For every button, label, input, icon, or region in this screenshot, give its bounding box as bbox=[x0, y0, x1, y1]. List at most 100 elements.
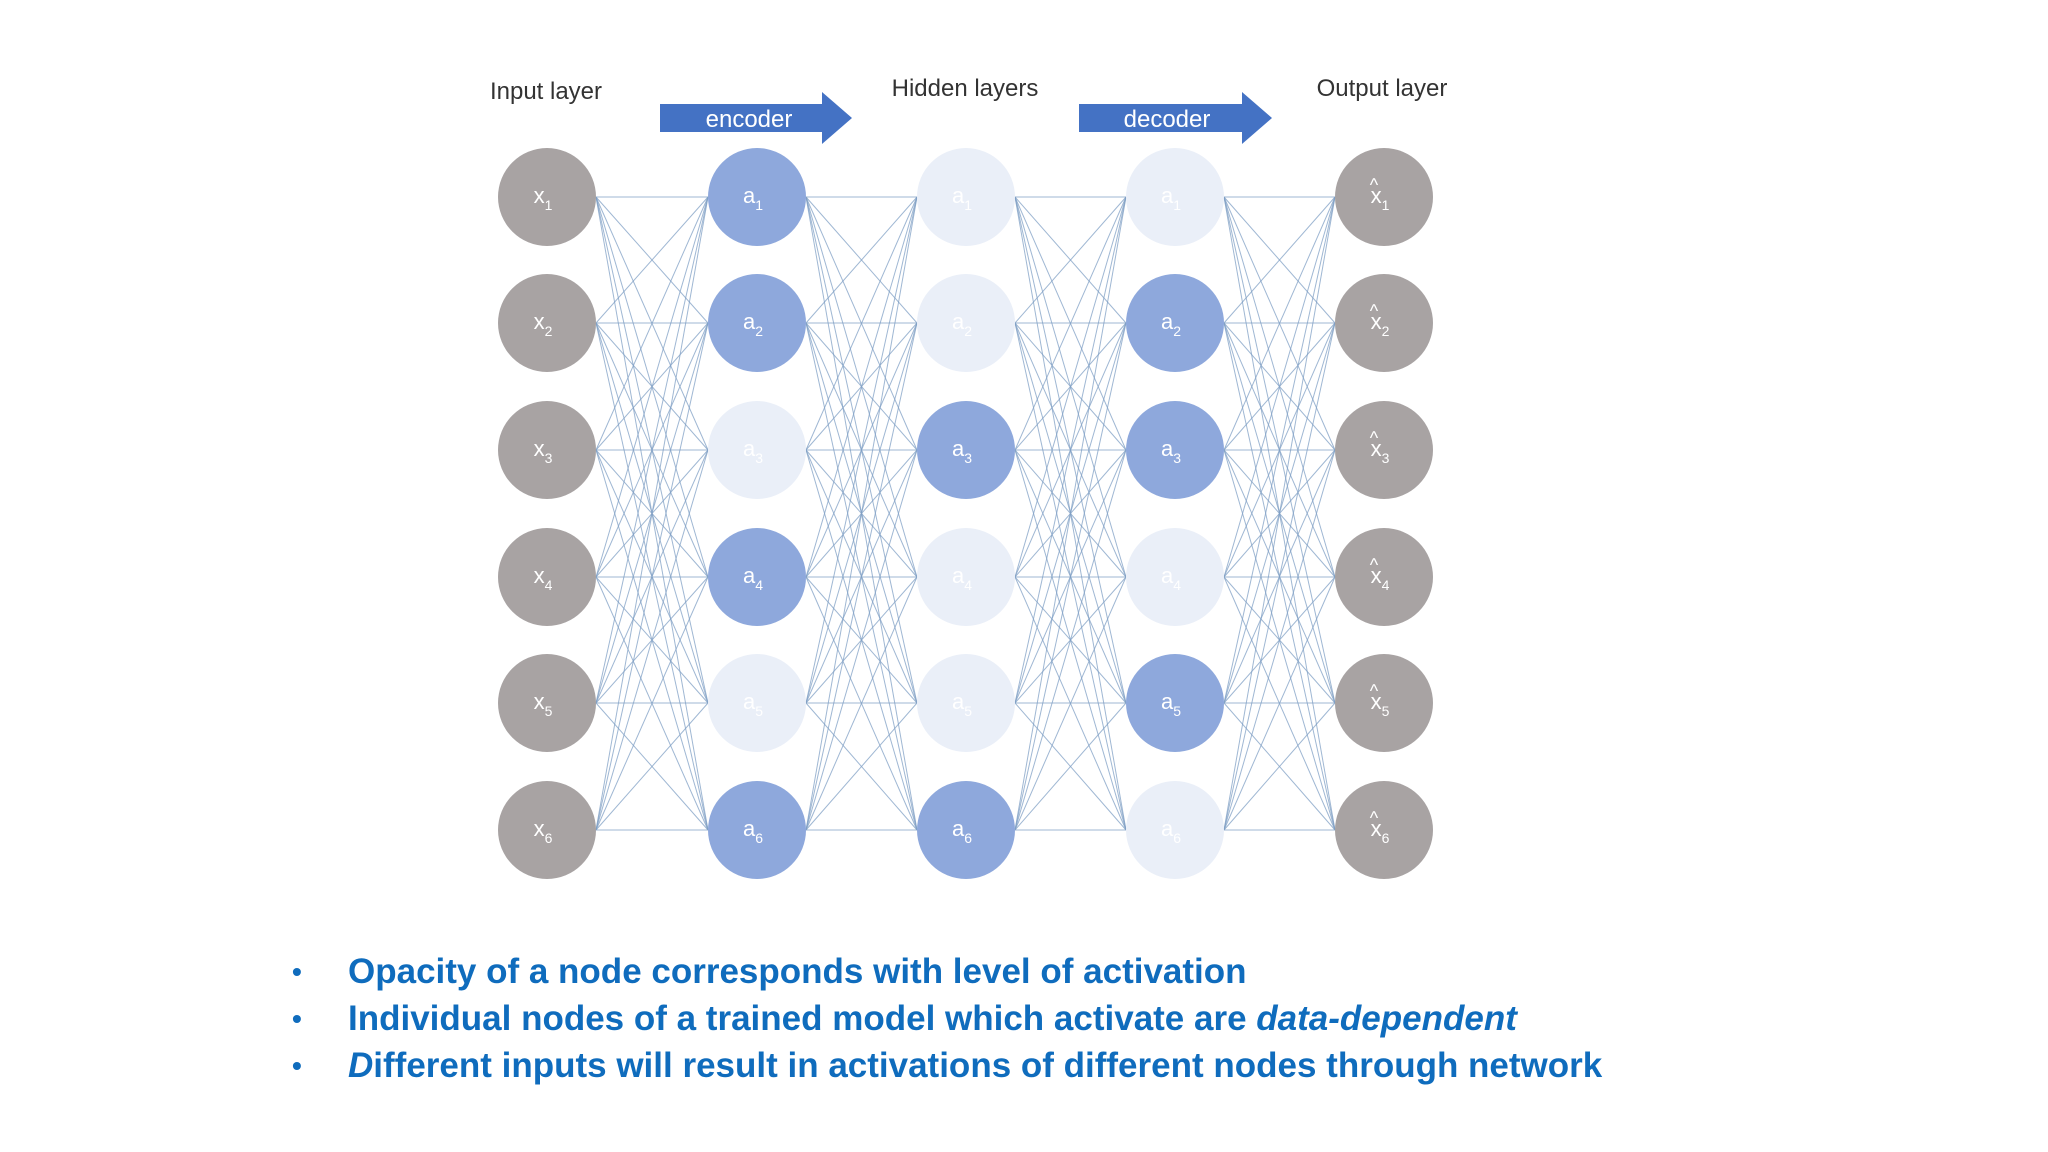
bullet-item: • Different inputs will result in activat… bbox=[292, 1042, 1602, 1089]
node-hidden-1-5: a5 bbox=[708, 654, 806, 752]
edge bbox=[1223, 196, 1336, 704]
node-hidden-2-5: a5 bbox=[917, 654, 1015, 752]
edge bbox=[1014, 702, 1127, 831]
node-circle bbox=[708, 274, 806, 372]
node-input-2: x2 bbox=[498, 274, 596, 372]
node-input-3: x3 bbox=[498, 401, 596, 499]
node-output-1: x1^ bbox=[1335, 148, 1433, 246]
node-output-3: x3^ bbox=[1335, 401, 1433, 499]
edge bbox=[1223, 196, 1336, 451]
node-circle bbox=[917, 401, 1015, 499]
node-circle bbox=[1335, 148, 1433, 246]
bullet-list: • Opacity of a node corresponds with leve… bbox=[292, 948, 1602, 1089]
node-circle bbox=[1335, 401, 1433, 499]
node-circle bbox=[1335, 528, 1433, 626]
node-output-6: x6^ bbox=[1335, 781, 1433, 879]
node-input-4: x4 bbox=[498, 528, 596, 626]
edge bbox=[805, 322, 918, 831]
node-hidden-2-6: a6 bbox=[917, 781, 1015, 879]
edge bbox=[805, 576, 918, 831]
node-hidden-1-2: a2 bbox=[708, 274, 806, 372]
edge bbox=[1223, 576, 1336, 831]
bullet-dot: • bbox=[292, 1003, 302, 1034]
edge bbox=[1014, 196, 1127, 451]
node-hidden-1-4: a4 bbox=[708, 528, 806, 626]
node-output-5: x5^ bbox=[1335, 654, 1433, 752]
node-circle bbox=[1335, 654, 1433, 752]
hat-mark: ^ bbox=[1370, 681, 1379, 701]
connection-edges bbox=[595, 196, 1336, 831]
edge bbox=[595, 196, 709, 324]
edge bbox=[1014, 196, 1127, 831]
node-hidden-1-3: a3 bbox=[708, 401, 806, 499]
bullet-item: • Individual nodes of a trained model whi… bbox=[292, 995, 1602, 1042]
node-circle bbox=[708, 528, 806, 626]
node-hidden-3-6: a6 bbox=[1126, 781, 1224, 879]
node-hidden-2-2: a2 bbox=[917, 274, 1015, 372]
bullet-text: Individual nodes of a trained model whic… bbox=[348, 999, 1257, 1038]
node-input-6: x6 bbox=[498, 781, 596, 879]
node-circle bbox=[498, 401, 596, 499]
edge bbox=[595, 702, 709, 831]
input-layer-label: Input layer bbox=[490, 78, 602, 105]
node-hidden-3-5: a5 bbox=[1126, 654, 1224, 752]
node-circle bbox=[708, 654, 806, 752]
node-circle bbox=[917, 274, 1015, 372]
edge bbox=[595, 322, 709, 831]
node-hidden-3-3: a3 bbox=[1126, 401, 1224, 499]
node-hidden-3-4: a4 bbox=[1126, 528, 1224, 626]
edge bbox=[1014, 449, 1127, 831]
node-circle bbox=[498, 528, 596, 626]
node-circle bbox=[1335, 781, 1433, 879]
encoder-arrow: encoder bbox=[660, 92, 852, 144]
bullet-dot: • bbox=[292, 956, 302, 987]
edge bbox=[595, 196, 709, 704]
bullet-item: • Opacity of a node corresponds with leve… bbox=[292, 948, 1602, 995]
network-nodes: x1x2x3x4x5x6a1a2a3a4a5a6a1a2a3a4a5a6a1a2… bbox=[498, 148, 1433, 879]
edge bbox=[595, 196, 709, 831]
edge bbox=[595, 576, 709, 831]
edge bbox=[1014, 576, 1127, 831]
node-circle bbox=[498, 274, 596, 372]
node-input-1: x1 bbox=[498, 148, 596, 246]
hat-mark: ^ bbox=[1370, 301, 1379, 321]
bullet-text: data-dependent bbox=[1256, 999, 1517, 1038]
hat-mark: ^ bbox=[1370, 175, 1379, 195]
node-circle bbox=[1126, 401, 1224, 499]
edge bbox=[805, 449, 918, 831]
node-circle bbox=[917, 654, 1015, 752]
autoencoder-diagram: encoder decoder Input layer Hidden layer… bbox=[490, 75, 1447, 879]
decoder-arrow: decoder bbox=[1079, 92, 1272, 144]
edge bbox=[1014, 196, 1127, 704]
bullet-text: D bbox=[348, 1046, 374, 1085]
node-output-2: x2^ bbox=[1335, 274, 1433, 372]
bullet-text: ifferent inputs will result in activatio… bbox=[373, 1046, 1603, 1085]
bullet-dot: • bbox=[292, 1050, 302, 1081]
node-circle bbox=[498, 654, 596, 752]
node-circle bbox=[708, 401, 806, 499]
node-circle bbox=[1126, 274, 1224, 372]
edge bbox=[805, 196, 918, 578]
hat-mark: ^ bbox=[1370, 808, 1379, 828]
edge bbox=[1223, 196, 1336, 324]
bullet-text: Opacity of a node corresponds with level… bbox=[348, 952, 1247, 991]
direction-arrows: encoder decoder bbox=[660, 92, 1272, 144]
node-output-4: x4^ bbox=[1335, 528, 1433, 626]
hidden-layers-label: Hidden layers bbox=[892, 75, 1039, 102]
edge bbox=[1223, 449, 1336, 831]
node-circle bbox=[1126, 528, 1224, 626]
node-circle bbox=[917, 781, 1015, 879]
node-circle bbox=[708, 781, 806, 879]
edge bbox=[805, 196, 918, 831]
edge bbox=[595, 449, 709, 831]
edge bbox=[1223, 702, 1336, 831]
edge bbox=[1223, 196, 1336, 578]
node-circle bbox=[1126, 781, 1224, 879]
node-circle bbox=[917, 528, 1015, 626]
decoder-label: decoder bbox=[1124, 106, 1211, 133]
node-circle bbox=[498, 148, 596, 246]
node-hidden-2-4: a4 bbox=[917, 528, 1015, 626]
hat-mark: ^ bbox=[1370, 555, 1379, 575]
edge bbox=[805, 196, 918, 704]
node-circle bbox=[917, 148, 1015, 246]
